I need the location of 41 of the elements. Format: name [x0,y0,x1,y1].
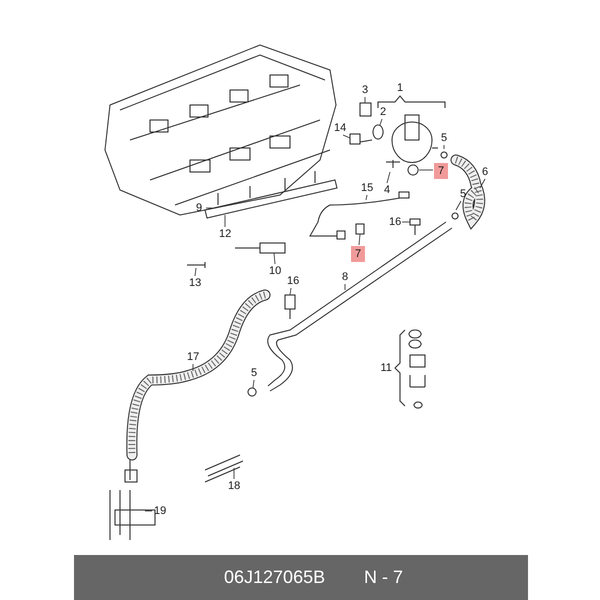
callout-number: 5 [460,188,466,200]
leader-line [224,214,226,228]
callout-number: 11 [380,362,392,374]
callout-number: 4 [384,184,390,196]
callout-number: 5 [441,132,448,144]
leader-line [344,284,346,290]
callout-number: 10 [269,265,282,277]
callout-number: 16 [389,216,402,228]
part-number: 06J127065B [224,567,326,588]
leader-line [194,268,196,276]
callout-number: 15 [361,182,374,194]
callout-number: 18 [228,480,240,492]
leader-line [290,288,292,296]
callout-number: 3 [362,84,368,96]
callout-number: 14 [334,122,346,134]
callout-number: 1 [397,82,404,94]
leader-line [252,380,254,388]
leader-line [480,178,486,188]
callout-number: 7 [351,246,366,262]
callout-number: 13 [189,277,202,289]
callout-number: 8 [342,271,348,283]
callout-number: 2 [380,106,386,118]
callout-number: 5 [251,367,258,379]
callout-number: 16 [287,275,300,287]
leader-line [274,252,276,264]
callout-number: 9 [196,202,202,214]
callout-number: 7 [434,163,448,179]
leader-line [380,118,382,126]
leader-line [342,134,350,138]
leader-line [358,234,360,246]
leader-line [456,200,462,210]
leader-line [366,194,368,200]
leader-line [192,364,194,372]
leader-line [364,96,366,104]
callout-number: 6 [482,166,488,178]
leader-line [386,172,390,184]
callout-number: 17 [187,351,200,363]
callout-number: 12 [219,228,232,240]
leader-line [144,510,152,512]
callout-number: 19 [154,505,166,517]
page-reference: N - 7 [364,567,404,588]
